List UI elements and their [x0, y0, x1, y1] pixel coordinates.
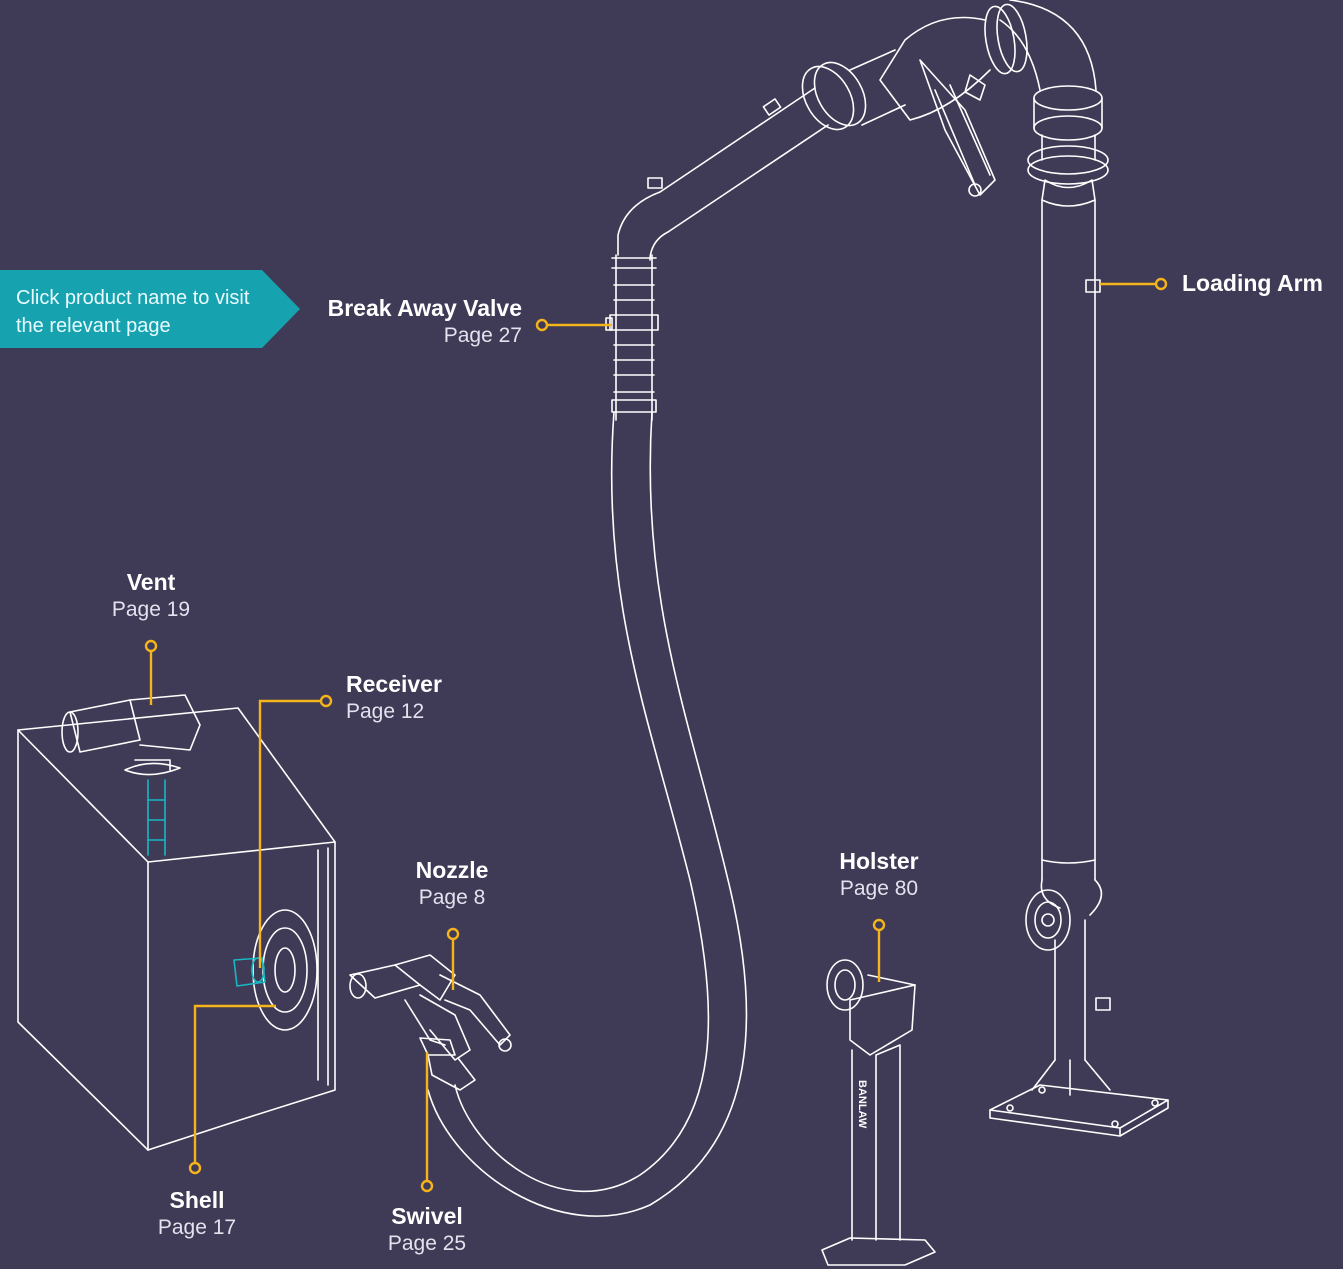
vent-link[interactable]: Vent Page 19	[112, 568, 190, 624]
holster-page: Page 80	[839, 875, 918, 903]
shell-link[interactable]: Shell Page 17	[158, 1186, 236, 1242]
holster-link[interactable]: Holster Page 80	[839, 847, 918, 903]
shell-page: Page 17	[158, 1214, 236, 1242]
instruction-callout: Click product name to visit the relevant…	[0, 270, 300, 348]
nozzle-name: Nozzle	[416, 856, 489, 884]
vent-name: Vent	[112, 568, 190, 596]
shell-name: Shell	[158, 1186, 236, 1214]
loading-arm-drawing	[606, 0, 1168, 1136]
receiver-name: Receiver	[346, 670, 442, 698]
vent-page: Page 19	[112, 596, 190, 624]
swivel-name: Swivel	[388, 1202, 466, 1230]
instruction-text: Click product name to visit the relevant…	[16, 284, 256, 340]
receiver-link[interactable]: Receiver Page 12	[346, 670, 442, 726]
nozzle-drawing	[350, 955, 511, 1090]
leader-lines	[146, 279, 1166, 1191]
break-away-valve-name: Break Away Valve	[328, 294, 522, 322]
swivel-page: Page 25	[388, 1230, 466, 1258]
holster-drawing	[822, 960, 935, 1265]
holster-name: Holster	[839, 847, 918, 875]
break-away-valve-page: Page 27	[328, 322, 522, 350]
holster-post-text: BANLAW	[856, 1080, 868, 1129]
loading-arm-name: Loading Arm	[1182, 269, 1323, 297]
loading-arm-link[interactable]: Loading Arm	[1182, 269, 1323, 297]
nozzle-page: Page 8	[416, 884, 489, 912]
break-away-valve-link[interactable]: Break Away Valve Page 27	[328, 294, 522, 350]
nozzle-link[interactable]: Nozzle Page 8	[416, 856, 489, 912]
swivel-link[interactable]: Swivel Page 25	[388, 1202, 466, 1258]
hose-drawing	[428, 412, 746, 1216]
receiver-page: Page 12	[346, 698, 442, 726]
shell-tank-drawing	[18, 695, 335, 1150]
